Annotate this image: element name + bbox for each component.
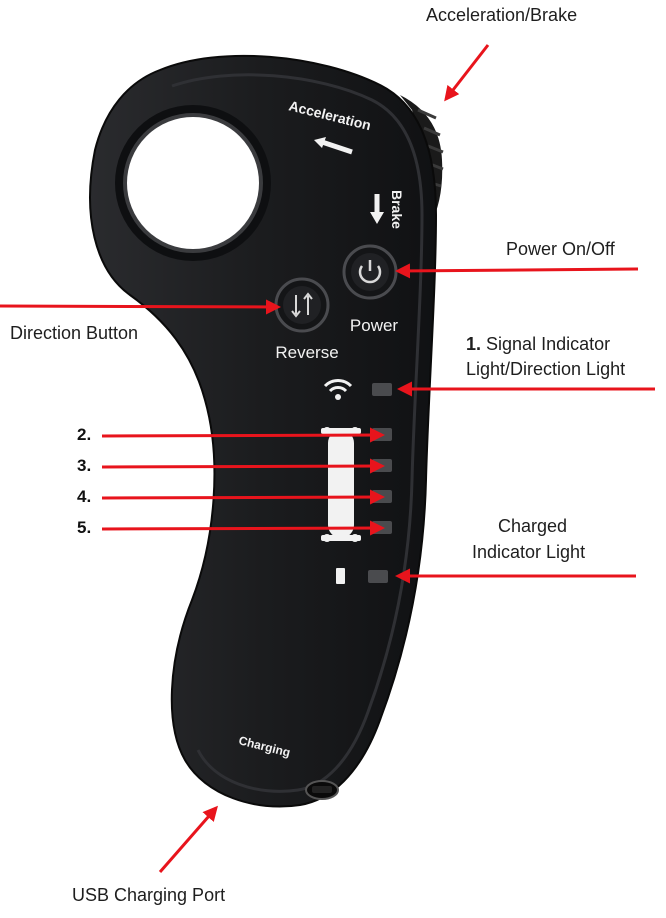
remote-body [89,54,438,808]
power-icon [358,260,382,284]
acceleration-arrow-icon [321,139,353,155]
label-acceleration-brake: Acceleration/Brake [426,5,578,25]
signal-number: 1. [466,334,482,354]
label-direction-button: Direction Button [10,323,139,343]
indicator-number-3: 3. [77,456,92,475]
arrow-light-5 [101,520,385,536]
signal-indicator-light [372,383,392,396]
wifi-icon [323,379,353,400]
arrow-power [395,263,639,279]
battery-icon [336,568,345,584]
arrow-acceleration-brake [444,44,490,102]
label-usb-charging-port: USB Charging Port [72,885,226,905]
printed-brake: Brake [389,190,405,229]
arrow-direction [0,299,281,315]
callout-arrows [0,44,655,873]
label-charged-line2: Indicator Light [472,542,586,562]
arrow-light-4 [101,489,385,505]
arrow-light-2 [101,427,385,443]
label-signal-indicator-line2: Light/Direction Light [466,359,626,379]
label-charged: Charged [498,516,568,536]
skateboard-icon [321,427,361,542]
indicator-number-4: 4. [77,487,92,506]
label-power-on-off: Power On/Off [506,239,615,259]
reverse-arrows-icon [291,292,313,318]
indicator-number-2: 2. [77,425,92,444]
charged-indicator-light [368,570,388,583]
indicator-number-5: 5. [77,518,92,537]
label-signal-indicator: 1. Signal Indicator [466,333,610,355]
power-button[interactable] [342,244,398,300]
signal-line1: Signal Indicator [486,334,611,354]
arrow-light-3 [101,458,385,474]
arrow-usb [158,805,218,873]
printed-reverse: Reverse [275,343,338,362]
reverse-button[interactable] [274,277,330,333]
printed-power: Power [350,316,399,335]
